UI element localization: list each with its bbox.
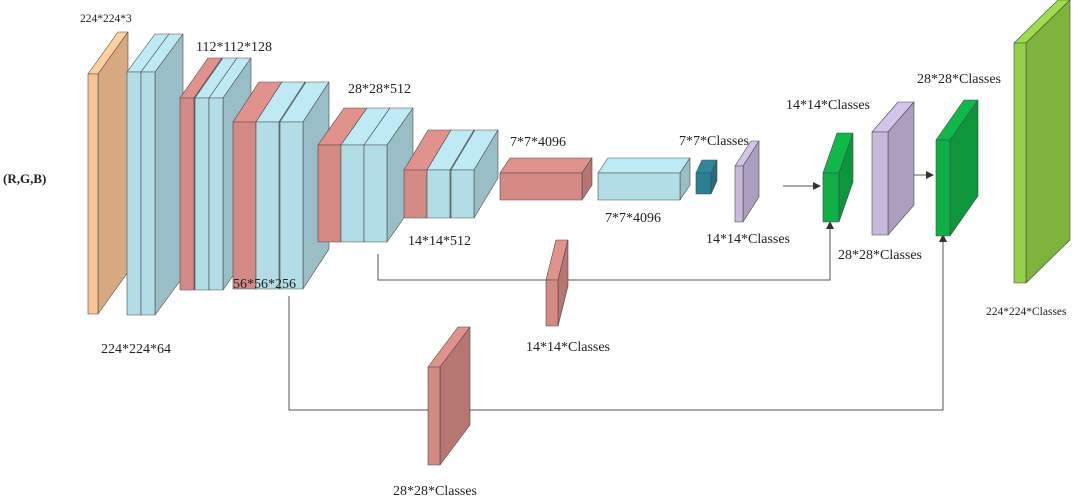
- pool4-score-block: [545, 239, 569, 327]
- input-block: [87, 31, 129, 315]
- fc6-block: [499, 157, 593, 201]
- upscore2-block: [871, 101, 915, 236]
- upscore2-label: 28*28*Classes: [838, 248, 922, 263]
- score-label: 7*7*Classes: [679, 134, 749, 149]
- fc7-block: [597, 157, 691, 201]
- fc6-label: 7*7*4096: [510, 135, 566, 150]
- pool4-score-label: 14*14*Classes: [526, 340, 610, 355]
- skip-connection-pool4: [377, 221, 834, 281]
- conv2-label: 112*112*128: [196, 40, 272, 55]
- fuse1-label: 14*14*Classes: [786, 98, 870, 113]
- output-label: 224*224*Classes: [986, 306, 1067, 318]
- conv5-label: 14*14*512: [408, 234, 471, 249]
- fc7-label: 7*7*4096: [605, 211, 661, 226]
- conv1-label: 224*224*64: [101, 342, 171, 357]
- conv3-label: 56*56*256: [233, 277, 296, 292]
- fuse2-block: [935, 99, 979, 237]
- fuse1-block: [822, 132, 854, 223]
- skip-connection-pool3: [288, 234, 947, 411]
- fuse2-label: 28*28*Classes: [917, 72, 1001, 87]
- conv5-block-b: [450, 129, 499, 219]
- upscore1-label: 14*14*Classes: [706, 232, 790, 247]
- score-block: [695, 159, 718, 195]
- pool3-score-block: [427, 326, 471, 466]
- pool3-score-label: 28*28*Classes: [393, 484, 477, 499]
- conv1-block-b: [140, 33, 184, 316]
- layer-blocks: [87, 0, 1071, 466]
- input-channels-label: (R,G,B): [3, 171, 46, 186]
- upscore1-block: [734, 140, 760, 223]
- conv4-label: 28*28*512: [348, 82, 411, 97]
- input-size-label: 224*224*3: [80, 13, 132, 25]
- output-block: [1013, 0, 1071, 284]
